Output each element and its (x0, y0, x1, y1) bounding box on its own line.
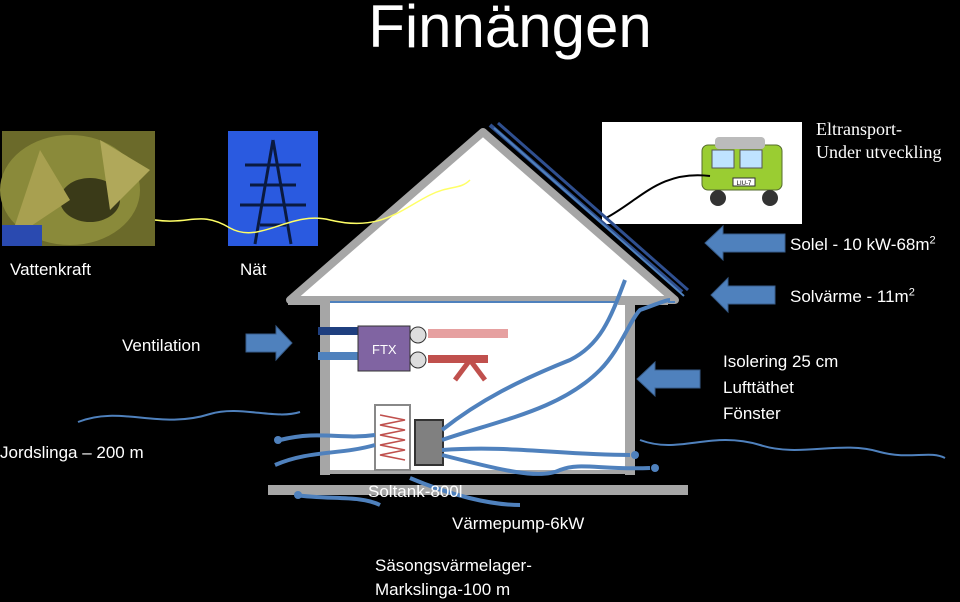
ground-line-left (77, 410, 301, 423)
label-solvarme: Solvärme - 11m2 (790, 286, 915, 306)
arrow-left-icon (710, 276, 776, 314)
label-sasong-1: Säsongsvärmelager- (375, 556, 532, 575)
solar-panels (488, 121, 689, 297)
label-lufttathet: Lufttäthet (723, 378, 794, 397)
label-fonster: Fönster (723, 404, 781, 423)
heat-pump (414, 419, 444, 466)
label-eltransport-1: Eltransport- (816, 119, 902, 139)
label-solel: Solel - 10 kW-68m2 (790, 234, 936, 254)
car-charging-cable (605, 174, 711, 219)
car-plate: LIU-7 (737, 181, 752, 187)
label-isolering: Isolering 25 cm (723, 352, 839, 371)
electric-car-icon: LIU-7 (602, 122, 802, 224)
grid-cable (154, 179, 471, 234)
label-ventilation: Ventilation (122, 336, 201, 355)
arrow-left-icon (636, 360, 701, 398)
arrow-right-icon (245, 324, 293, 362)
label-varmepump: Värmepump-6kW (452, 514, 585, 533)
label-nat: Nät (240, 260, 267, 279)
ftx-unit-box (357, 325, 411, 372)
label-vattenkraft: Vattenkraft (10, 260, 91, 279)
power-pylon-photo (228, 131, 318, 246)
arrow-left-icon (704, 224, 786, 262)
label-jordslinga: Jordslinga – 200 m (0, 443, 144, 462)
label-eltransport-2: Under utveckling (816, 142, 942, 162)
label-ftx: FTX (372, 342, 397, 357)
label-soltank: Soltank-800l (368, 482, 463, 501)
label-sasong-2: Markslinga-100 m (375, 580, 511, 599)
ground-line-right (639, 439, 946, 459)
hydro-turbine-photo (0, 131, 155, 246)
house-roof (286, 128, 679, 304)
page-title: Finnängen (368, 0, 652, 60)
